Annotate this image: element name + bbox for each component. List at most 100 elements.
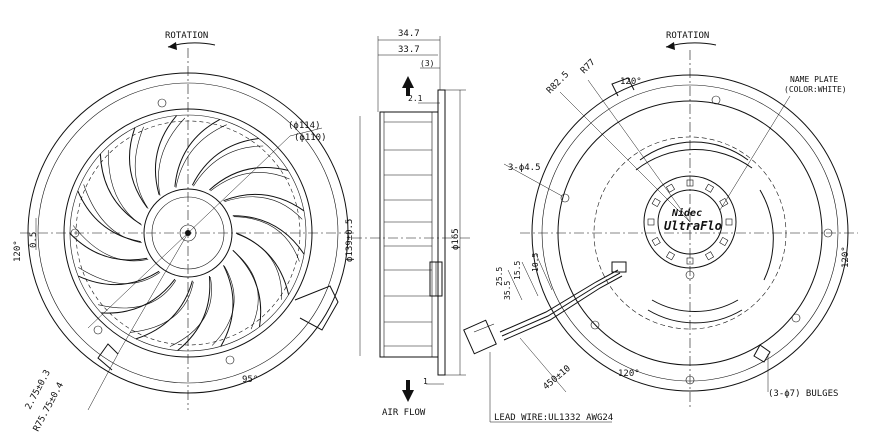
hub-notch	[686, 179, 694, 187]
right-r825-label: R82.5	[545, 70, 571, 96]
airflow-label: AIR FLOW	[382, 408, 426, 418]
hub-notch	[725, 218, 733, 226]
side-3-label: (3)	[420, 59, 434, 68]
impeller-blade-edge	[98, 280, 177, 309]
impeller-blade-edge	[233, 216, 300, 262]
right-r77-label: R77	[579, 58, 598, 77]
right-r77-leader	[587, 79, 691, 223]
side-347-label: 34.7	[398, 29, 420, 39]
lead-wire-connector-line	[473, 323, 495, 333]
left-mount-hole-3	[225, 355, 235, 365]
right-mount-hole-6	[685, 375, 695, 385]
wire-450-dim	[519, 337, 567, 393]
hub-notch	[651, 236, 661, 247]
impeller-blade	[77, 270, 160, 286]
left-radius-leader-tail	[87, 349, 121, 411]
impeller-blade	[99, 153, 142, 225]
impeller-blade	[223, 193, 305, 212]
left-impeller-inner-circle	[69, 114, 307, 352]
left-95-angle-label: 95°	[242, 375, 258, 385]
lead-wire-mid	[501, 272, 621, 337]
impeller-blade-edge	[130, 281, 194, 333]
hub-notch	[665, 251, 676, 261]
nidec-ultraflo-logo: Nidec UltraFlo	[664, 207, 722, 233]
wire-255-label: 25.5	[495, 267, 504, 286]
wire-105-dim	[535, 253, 553, 291]
lead-wire-lower	[503, 275, 623, 341]
impeller-blade	[220, 265, 234, 347]
impeller-blade-edge	[83, 184, 142, 244]
hub-notch	[651, 197, 661, 208]
left-05-label: 0.5	[29, 232, 39, 248]
right-r825-leader	[559, 91, 691, 223]
hub-notch	[719, 197, 729, 208]
right-hub-inner	[657, 189, 723, 255]
left-frame-notch	[294, 285, 339, 331]
side-flange	[437, 89, 446, 376]
left-impeller-outer-circle	[63, 108, 313, 358]
left-hub-center	[179, 224, 197, 242]
impeller-blade	[129, 127, 148, 209]
left-radius-leader	[119, 232, 189, 351]
right-frame-ring	[557, 100, 823, 366]
right-angle-label-bottom: 120°	[618, 369, 640, 379]
left-phi-leader-lower	[87, 232, 189, 329]
impeller-blade-edge	[224, 196, 303, 220]
impeller-blade-edge	[211, 266, 235, 346]
impeller-blade-edge	[193, 145, 264, 187]
impeller-blade-edge	[175, 124, 227, 188]
right-top-tab	[611, 77, 635, 97]
impeller-blade-edge	[210, 172, 290, 192]
impeller-blades	[69, 115, 305, 351]
side-21-label: 2.1	[408, 94, 423, 103]
right-rear-view: Nidec UltraFlo R77 R82.5 120° 3-ϕ4.5 NAM…	[463, 31, 858, 423]
impeller-blade	[154, 115, 177, 195]
right-board-connector	[611, 261, 627, 273]
impeller-blade	[232, 249, 262, 327]
right-mount-hole-2	[711, 95, 721, 105]
right-mount-hole-1	[560, 193, 570, 203]
left-frame-tab	[97, 343, 119, 371]
left-outer-frame-circle	[27, 72, 349, 394]
side-phi165-label: ϕ165	[451, 228, 461, 250]
impeller-blade	[232, 215, 305, 255]
lead-wire-connector	[463, 319, 497, 355]
right-arc-slot-top	[639, 141, 749, 161]
impeller-blade-edge	[169, 276, 212, 347]
name-plate-label-1: NAME PLATE	[790, 75, 838, 84]
right-hub-marker	[685, 270, 695, 280]
right-top-angle-label: 120°	[620, 77, 642, 87]
hub-notch	[719, 236, 729, 247]
wire-155-dim	[521, 261, 539, 297]
impeller-blade	[191, 138, 259, 186]
right-arc-slot-right	[759, 189, 774, 281]
impeller-blade	[174, 118, 221, 187]
left-rotation-arrow-head	[168, 42, 177, 50]
right-nameplate-leader	[719, 95, 791, 211]
wire-105-label: 10.5	[531, 253, 540, 272]
impeller-blade	[209, 167, 289, 191]
left-phi-leader	[187, 135, 291, 234]
brand-nidec-text: Nidec	[671, 207, 702, 219]
left-hidden-circle	[75, 120, 301, 346]
impeller-blade	[177, 275, 211, 351]
impeller-blade-edge	[134, 126, 149, 209]
right-bulge	[753, 344, 771, 363]
left-hub-inner	[151, 196, 225, 270]
right-arc-slot-bottom	[651, 299, 739, 313]
right-mount-hole-3	[823, 228, 833, 238]
hub-notch	[704, 251, 715, 261]
hub-notch	[704, 183, 715, 193]
hub-notch	[686, 257, 694, 265]
left-mount-hole-1	[157, 98, 167, 108]
name-plate-label-2: (COLOR:WHITE)	[784, 85, 847, 94]
side-blade-slots	[384, 121, 432, 347]
up-airflow-arrow-icon	[402, 76, 414, 96]
right-frame-inner-circle	[541, 84, 839, 382]
right-rotation-arrow-head	[666, 42, 675, 50]
impeller-blade	[77, 190, 141, 243]
impeller-blade-edge	[72, 225, 149, 262]
right-mount-hole-4	[791, 313, 801, 323]
down-airflow-arrow-icon	[402, 380, 414, 402]
right-arc-slot-bottom-inner	[647, 309, 743, 324]
